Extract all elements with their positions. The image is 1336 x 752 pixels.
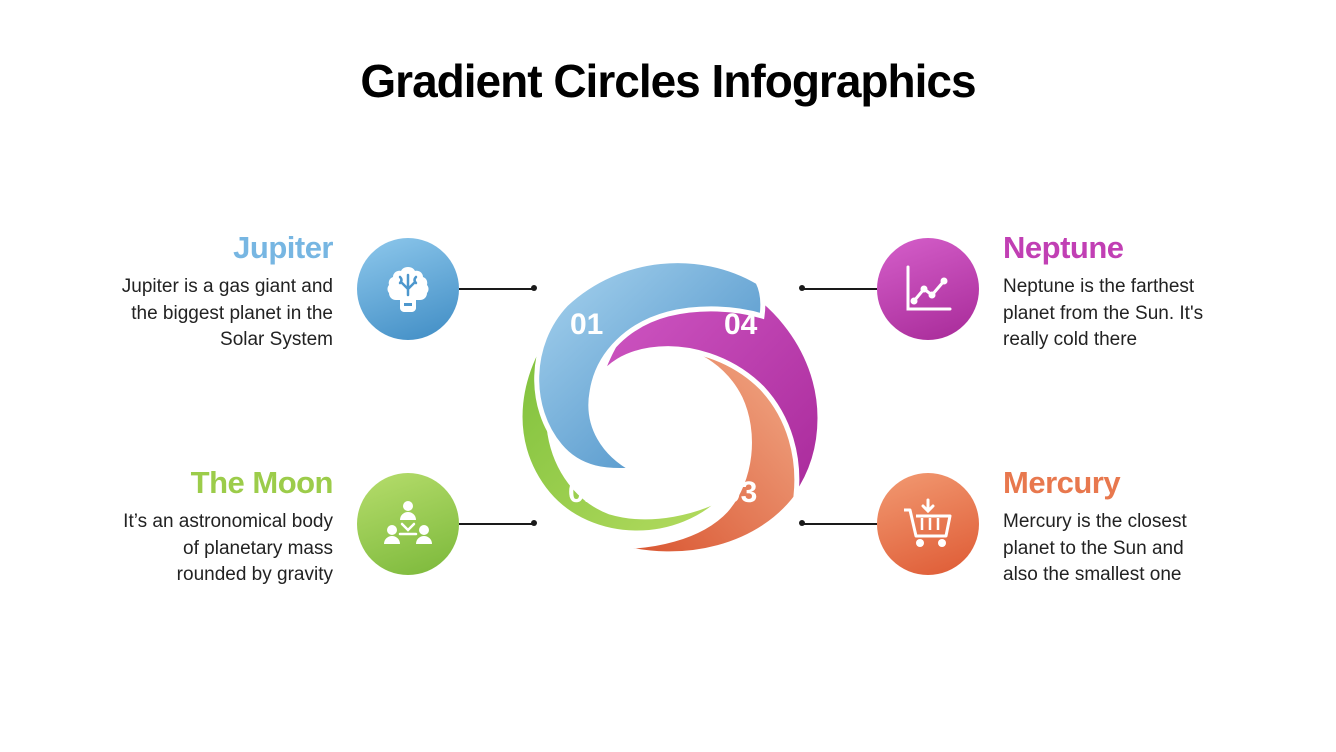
connector-line [801,288,877,290]
item-heading: Jupiter [233,230,333,265]
connector-dot [531,285,537,291]
line-chart-icon-circle [877,238,979,340]
swirl-diagram: 01 02 03 04 [517,258,823,557]
segment-number-02: 02 [568,476,601,509]
connector-dot [799,285,805,291]
item-mercury: Mercury Mercury is the closest planet to… [1003,465,1263,589]
brain-icon-circle [357,238,459,340]
connector-line [459,288,535,290]
line-chart-icon [906,265,952,311]
item-the-moon: The Moon It’s an astronomical body of pl… [73,465,333,589]
item-description: Mercury is the closest planet to the Sun… [1003,511,1187,585]
item-neptune: Neptune Neptune is the farthest planet f… [1003,230,1263,354]
connector-line [459,523,535,525]
people-network-icon-circle [357,473,459,575]
item-description: It’s an astronomical body of planetary m… [123,511,333,585]
swirl-segment-01 [534,258,766,474]
brain-icon [387,267,429,312]
segment-number-03: 03 [724,476,757,509]
item-description: Neptune is the farthest planet from the … [1003,276,1204,350]
item-heading: Neptune [1003,230,1124,265]
connector-dot [799,520,805,526]
page-title: Gradient Circles Infographics [360,55,976,107]
swirl-segment-04 [597,263,823,506]
segment-number-01: 01 [570,308,603,341]
connector-line [801,523,877,525]
shopping-cart-icon [904,498,952,547]
shopping-cart-icon-circle [877,473,979,575]
item-jupiter: Jupiter Jupiter is a gas giant and the b… [73,230,334,354]
item-heading: Mercury [1003,465,1121,500]
people-network-icon [384,501,432,544]
item-heading: The Moon [190,465,334,500]
item-description: Jupiter is a gas giant and the biggest p… [121,276,333,350]
segment-number-04: 04 [724,308,758,341]
connector-dot [531,520,537,526]
